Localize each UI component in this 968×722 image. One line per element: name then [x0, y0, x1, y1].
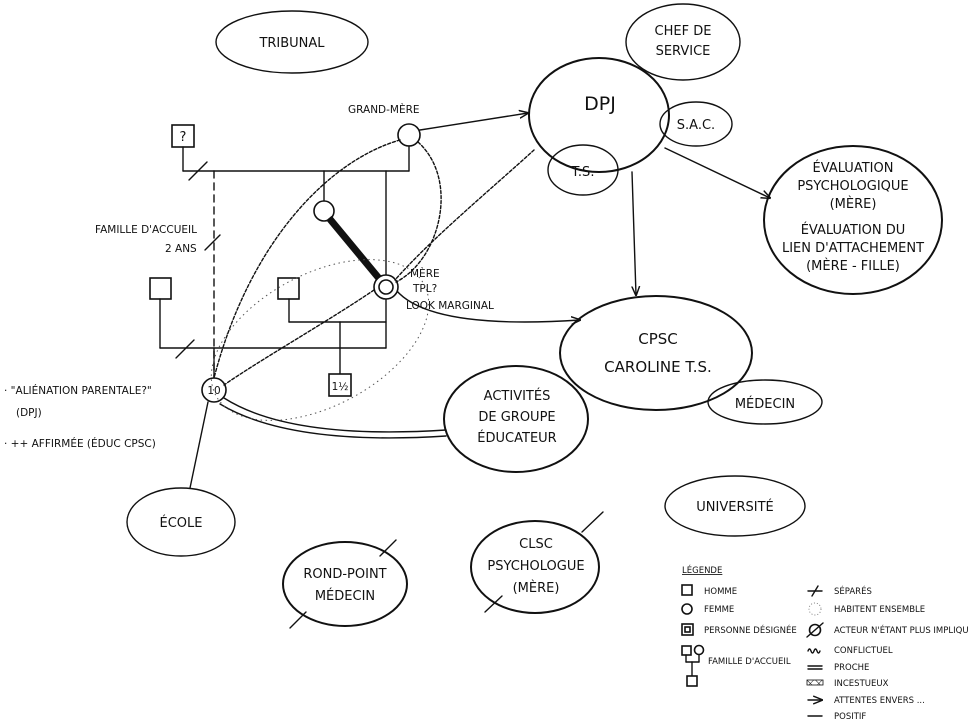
circle-chef-service: CHEF DE SERVICE — [625, 3, 741, 81]
svg-text:S.A.C.: S.A.C. — [677, 118, 715, 133]
grand-mere-circle — [397, 123, 421, 147]
svg-text:POSITIF: POSITIF — [834, 712, 866, 722]
svg-text:DPJ: DPJ — [584, 93, 616, 115]
svg-text:TRIBUNAL: TRIBUNAL — [258, 36, 325, 51]
svg-text:SÉPARÉS: SÉPARÉS — [834, 585, 872, 597]
svg-text:ROND-POINT: ROND-POINT — [303, 567, 386, 582]
svg-text:FAMILLE D'ACCUEIL: FAMILLE D'ACCUEIL — [95, 224, 197, 236]
svg-text:CLSC: CLSC — [519, 537, 553, 552]
svg-text:· ++ AFFIRMÉE (ÉDUC CPSC): · ++ AFFIRMÉE (ÉDUC CPSC) — [4, 437, 156, 450]
circle-activites: ACTIVITÉS DE GROUPE ÉDUCATEUR — [443, 365, 589, 473]
legend: LÉGENDE HOMME FEMME PERSONNE DÉSIGNÉE FA… — [681, 564, 968, 722]
svg-text:CAROLINE T.S.: CAROLINE T.S. — [604, 358, 712, 376]
svg-text:LÉGENDE: LÉGENDE — [682, 564, 722, 576]
svg-text:(DPJ): (DPJ) — [16, 407, 42, 419]
expectation-arrows — [395, 113, 770, 322]
svg-text:FAMILLE D'ACCUEIL: FAMILLE D'ACCUEIL — [708, 657, 791, 667]
circle-dpj: DPJ — [528, 57, 670, 173]
circle-rond-point: ROND-POINT MÉDECIN — [282, 539, 408, 629]
svg-text:· "ALIÉNATION PARENTALE?": · "ALIÉNATION PARENTALE?" — [4, 384, 152, 397]
svg-text:PERSONNE DÉSIGNÉE: PERSONNE DÉSIGNÉE — [704, 624, 797, 636]
circle-evaluation: ÉVALUATION PSYCHOLOGIQUE (MÈRE) ÉVALUATI… — [763, 145, 943, 295]
conflict-lines — [213, 139, 535, 386]
svg-text:TPL?: TPL? — [412, 283, 437, 295]
svg-text:GRAND-MÈRE: GRAND-MÈRE — [348, 103, 420, 116]
svg-text:1½: 1½ — [332, 381, 349, 393]
svg-text:SERVICE: SERVICE — [656, 44, 711, 59]
svg-text:LOOK MARGINAL: LOOK MARGINAL — [406, 300, 494, 312]
svg-text:(MÈRE - FILLE): (MÈRE - FILLE) — [806, 258, 900, 274]
svg-text:?: ? — [180, 130, 187, 145]
genogram: ? GRAND-MÈRE FAMILLE D'ACCUEIL 2 ANS MÈR… — [95, 103, 494, 489]
svg-text:CONFLICTUEL: CONFLICTUEL — [834, 646, 893, 656]
svg-text:HOMME: HOMME — [704, 587, 737, 597]
circle-sac: S.A.C. — [659, 101, 733, 147]
svg-text:FEMME: FEMME — [704, 605, 734, 615]
circle-universite: UNIVERSITÉ — [664, 475, 806, 537]
svg-text:ACTEUR N'ÉTANT PLUS IMPLIQUÉ: ACTEUR N'ÉTANT PLUS IMPLIQUÉ — [834, 624, 968, 636]
svg-text:(MÈRE): (MÈRE) — [830, 196, 877, 212]
svg-text:ÉVALUATION DU: ÉVALUATION DU — [801, 222, 906, 238]
svg-text:PROCHE: PROCHE — [834, 663, 869, 673]
svg-text:(MÈRE): (MÈRE) — [513, 580, 560, 596]
svg-text:CHEF DE: CHEF DE — [655, 24, 712, 39]
circle-medecin-cpsc: MÉDECIN — [707, 379, 823, 425]
svg-text:ACTIVITÉS: ACTIVITÉS — [484, 388, 551, 404]
svg-text:UNIVERSITÉ: UNIVERSITÉ — [696, 499, 773, 515]
notes: · "ALIÉNATION PARENTALE?" (DPJ) · ++ AFF… — [4, 384, 156, 450]
svg-text:MÈRE: MÈRE — [410, 267, 440, 280]
svg-text:CPSC: CPSC — [638, 330, 678, 348]
svg-text:MÉDECIN: MÉDECIN — [315, 588, 375, 604]
circle-ts: T.S. — [547, 144, 619, 196]
circle-cpsc: CPSC CAROLINE T.S. — [559, 295, 753, 411]
circle-clsc: CLSC PSYCHOLOGUE (MÈRE) — [470, 511, 604, 614]
svg-text:T.S.: T.S. — [571, 165, 595, 180]
svg-text:DE GROUPE: DE GROUPE — [478, 410, 555, 425]
svg-text:MÉDECIN: MÉDECIN — [735, 396, 795, 412]
svg-text:PSYCHOLOGIQUE: PSYCHOLOGIQUE — [797, 179, 908, 194]
svg-text:ÉCOLE: ÉCOLE — [160, 515, 203, 531]
circle-tribunal: TRIBUNAL — [215, 10, 369, 74]
svg-text:10: 10 — [207, 385, 220, 397]
svg-text:ÉVALUATION: ÉVALUATION — [813, 160, 894, 176]
circle-ecole: ÉCOLE — [126, 487, 236, 557]
svg-text:ATTENTES ENVERS ...: ATTENTES ENVERS ... — [834, 696, 925, 706]
svg-text:ÉDUCATEUR: ÉDUCATEUR — [477, 430, 556, 446]
svg-text:LIEN D'ATTACHEMENT: LIEN D'ATTACHEMENT — [782, 241, 924, 256]
svg-text:PSYCHOLOGUE: PSYCHOLOGUE — [487, 559, 584, 574]
svg-text:2 ANS: 2 ANS — [165, 243, 197, 255]
svg-text:INCESTUEUX: INCESTUEUX — [834, 679, 889, 689]
svg-text:HABITENT ENSEMBLE: HABITENT ENSEMBLE — [834, 605, 925, 615]
